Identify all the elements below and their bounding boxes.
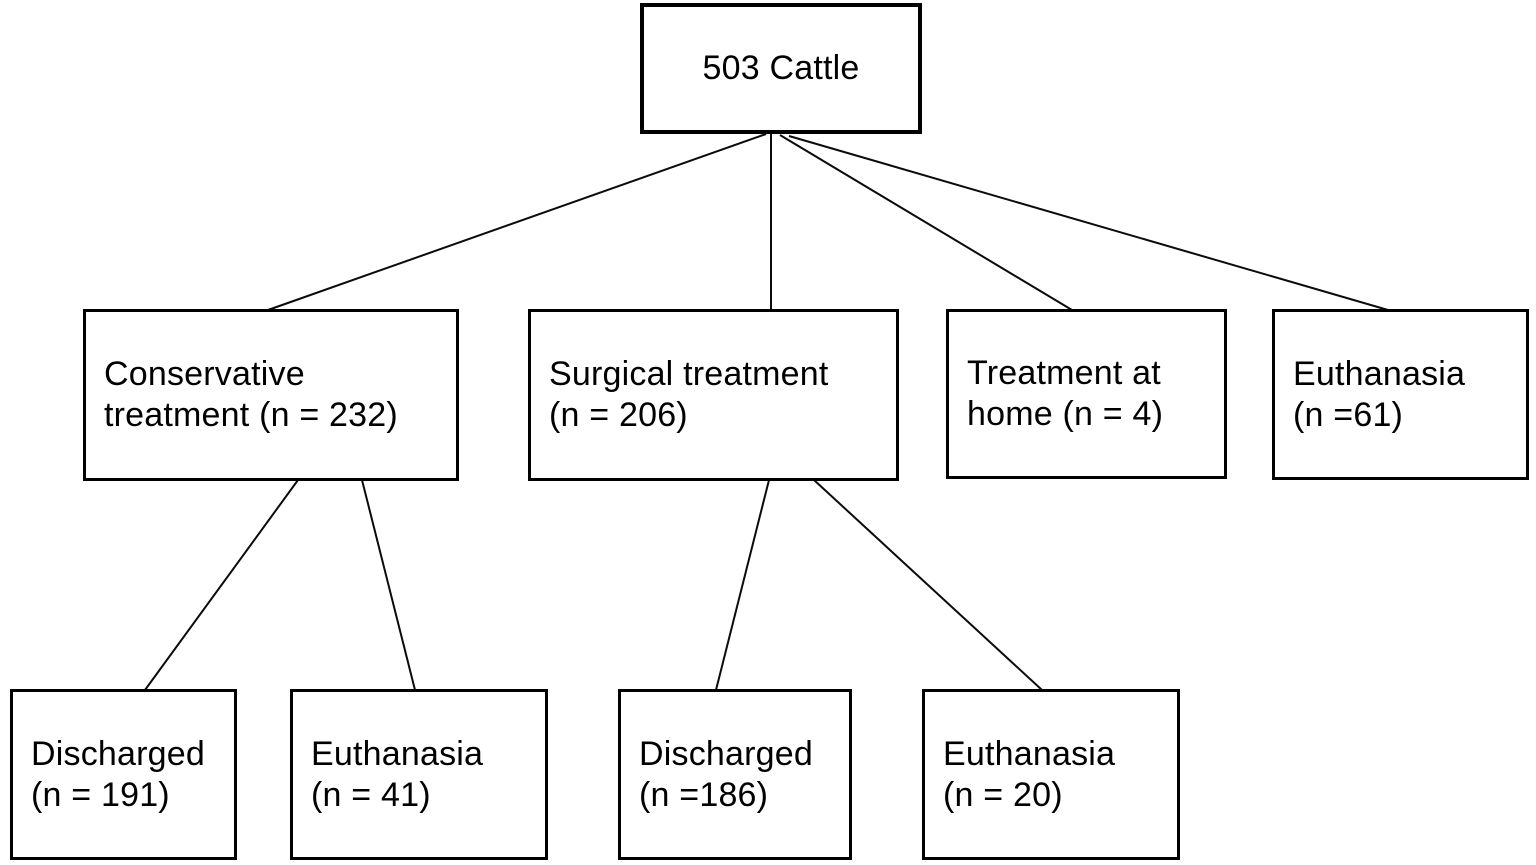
node-conservative-treatment: Conservative treatment (n = 232) — [83, 309, 459, 481]
node-conservative-euthanasia: Euthanasia (n = 41) — [290, 689, 548, 860]
edge-surgical-discharged — [715, 479, 770, 691]
node-root-503-cattle: 503 Cattle — [640, 3, 922, 134]
node-label-line2: (n =61) — [1293, 395, 1404, 434]
edge-surgical-euthanasia — [813, 479, 1043, 691]
edge-conservative-discharged — [144, 479, 299, 691]
node-label-line2: (n = 20) — [943, 775, 1063, 814]
node-label-line2: (n = 191) — [31, 775, 170, 814]
node-label: 503 Cattle — [702, 49, 860, 88]
node-label-line1: Treatment at — [967, 354, 1161, 393]
edge-root-euthanasia — [788, 135, 1389, 311]
node-label-line1: Discharged — [31, 734, 205, 773]
node-label-line1: Surgical treatment — [549, 355, 829, 394]
edge-root-conservative — [267, 133, 767, 311]
node-label-line2: (n = 206) — [549, 396, 688, 434]
node-label-line2: (n =186) — [639, 775, 769, 814]
node-label-line2: (n = 41) — [311, 775, 431, 814]
node-label-line1: Euthanasia — [943, 734, 1116, 773]
node-surgical-treatment: Surgical treatment (n = 206) — [528, 309, 899, 481]
node-treatment-at-home: Treatment at home (n = 4) — [946, 309, 1227, 479]
node-label-line1: Euthanasia — [311, 734, 484, 773]
node-euthanasia-direct: Euthanasia (n =61) — [1272, 309, 1529, 480]
node-label-line1: Discharged — [639, 734, 813, 773]
node-surgical-discharged: Discharged (n =186) — [618, 689, 852, 860]
node-label-line2: treatment (n = 232) — [104, 396, 398, 434]
node-label-line1: Euthanasia — [1293, 354, 1466, 393]
node-label-line1: Conservative — [104, 355, 305, 394]
node-surgical-euthanasia: Euthanasia (n = 20) — [922, 689, 1180, 860]
node-conservative-discharged: Discharged (n = 191) — [10, 689, 237, 860]
edge-root-home — [779, 134, 1073, 311]
node-label-line2: home (n = 4) — [967, 395, 1164, 433]
edge-conservative-euthanasia — [361, 479, 416, 691]
